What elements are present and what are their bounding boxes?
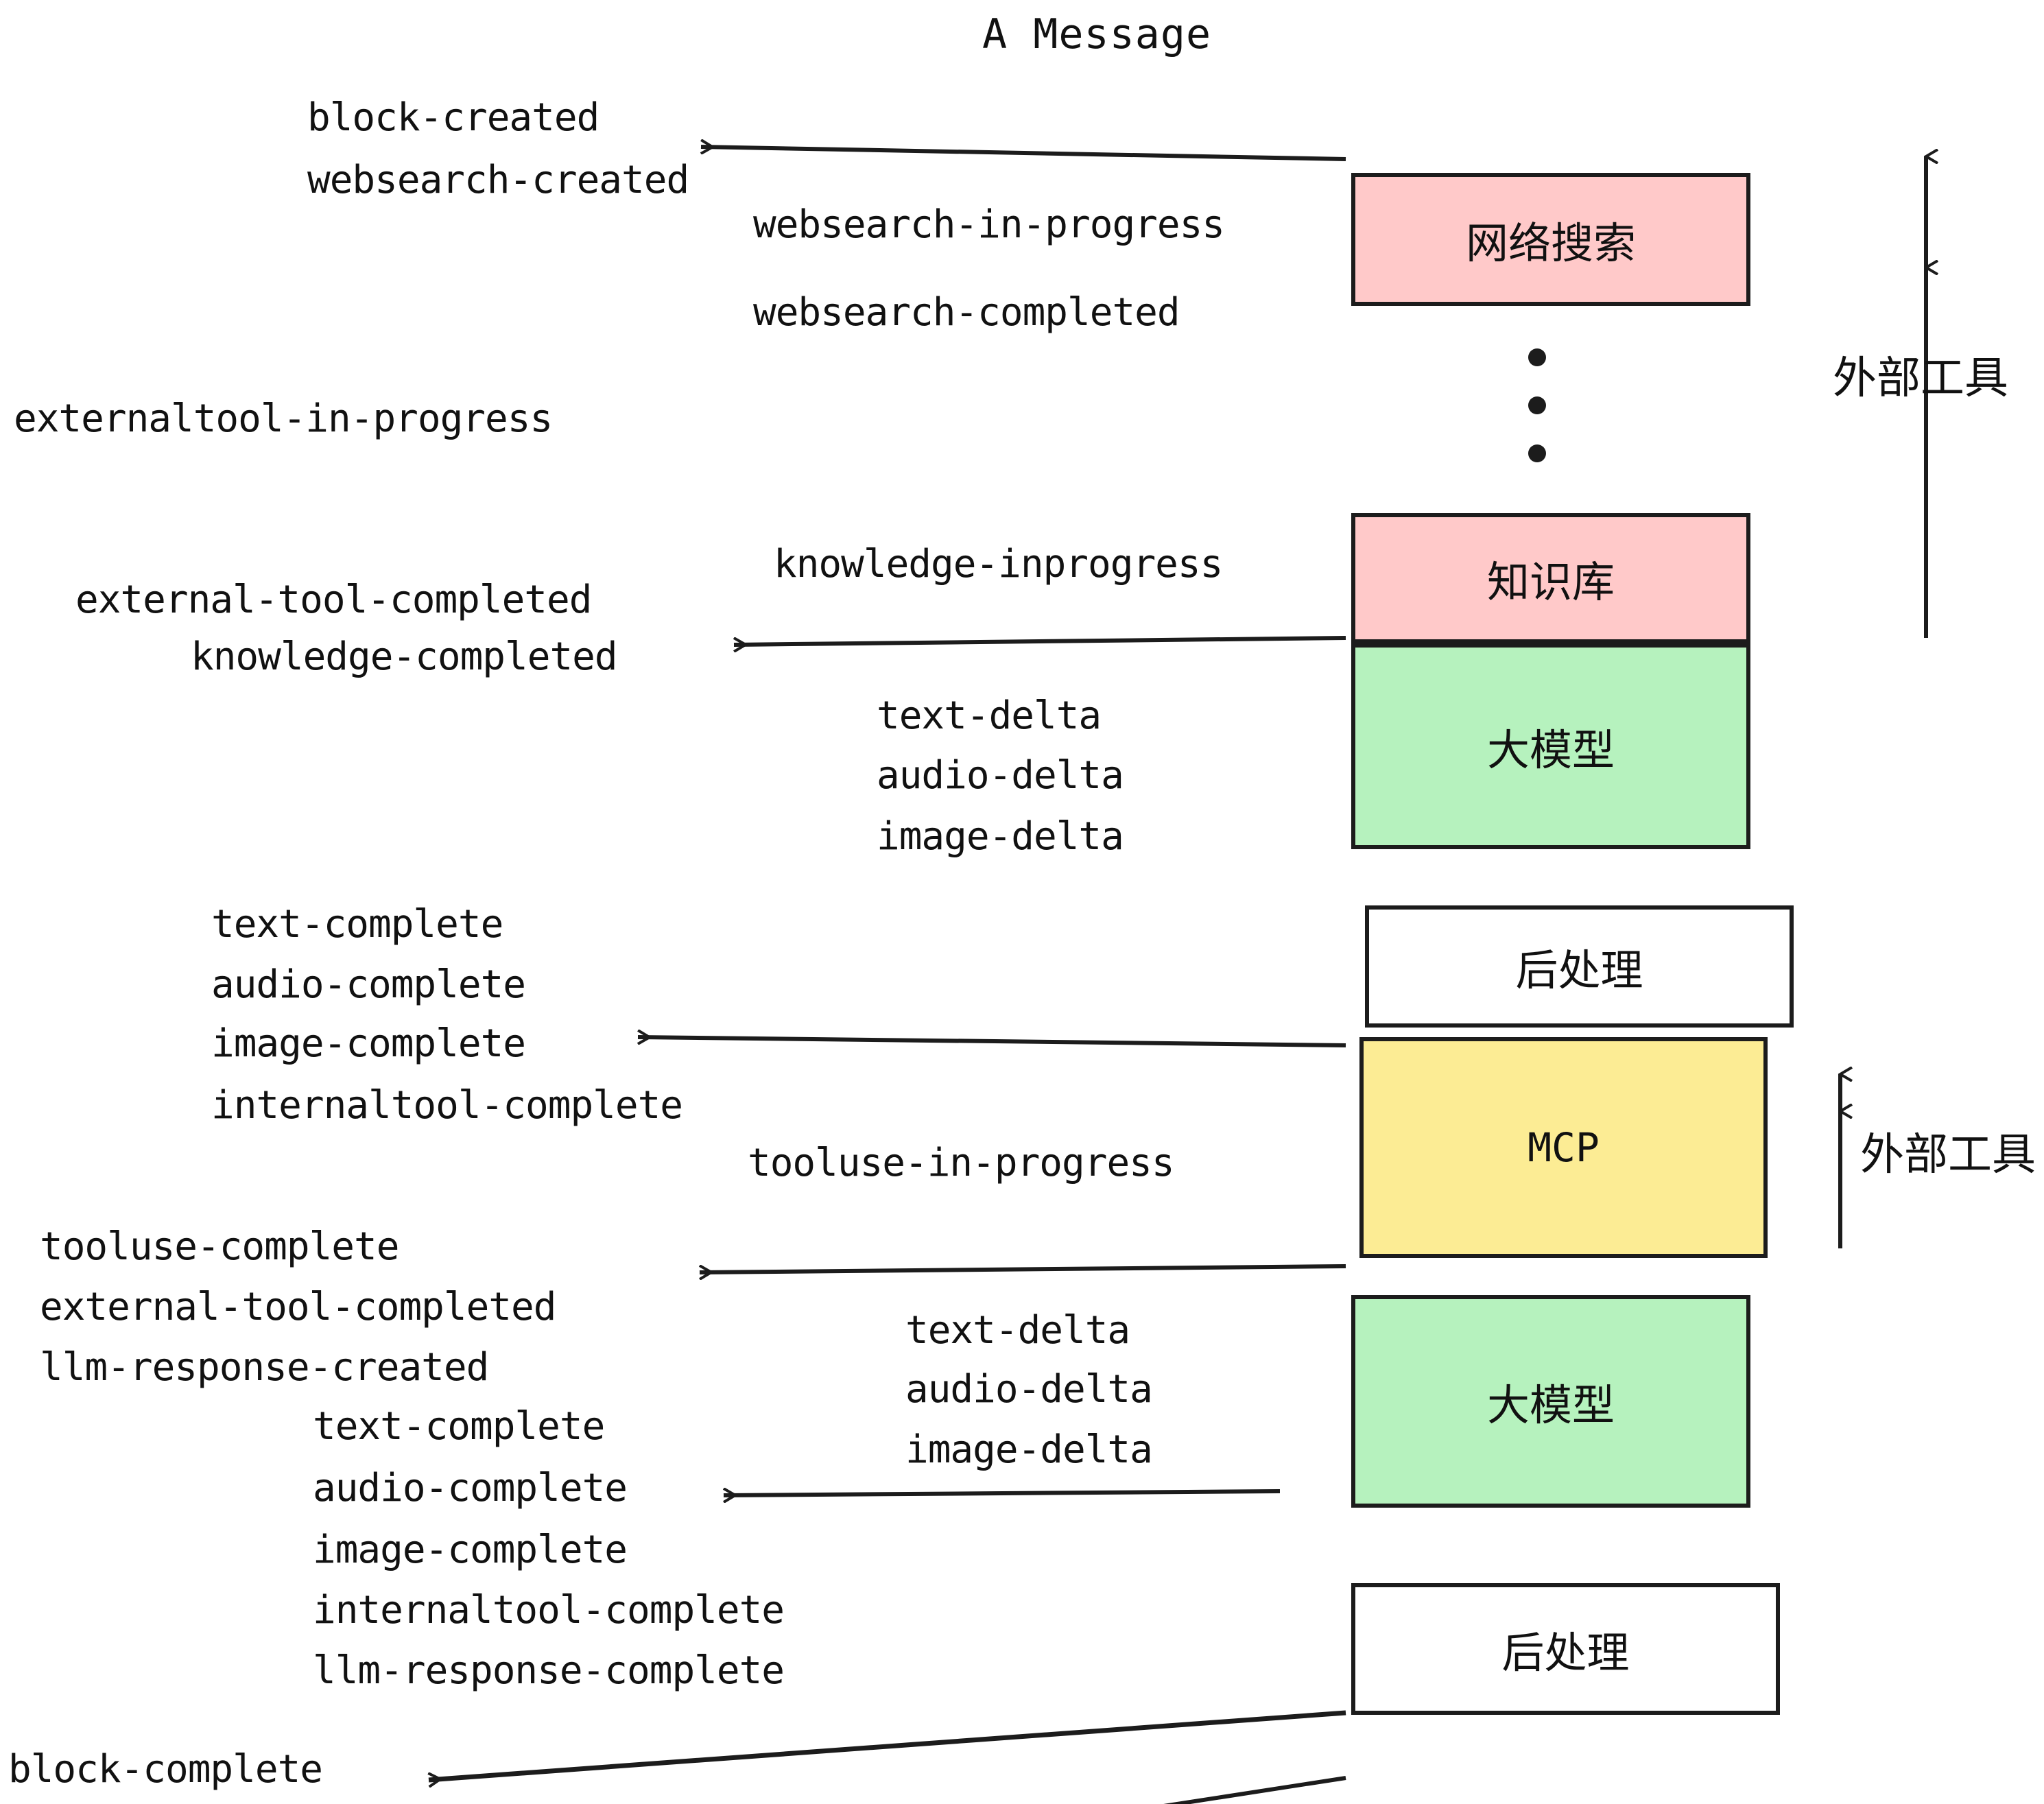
arrow-block-complete-line bbox=[429, 1710, 1346, 1780]
event-audio-complete-1: audio-complete bbox=[211, 962, 526, 1007]
event-block-created: block-created bbox=[307, 95, 599, 140]
page-title: A Message bbox=[982, 10, 1212, 58]
event-knowledge-inprogress: knowledge-inprogress bbox=[774, 542, 1223, 586]
event-image-complete-1: image-complete bbox=[211, 1021, 526, 1066]
arrow-knowledge-completed bbox=[734, 636, 1346, 645]
box-knowledge-base[interactable]: 知识库 bbox=[1351, 513, 1750, 643]
event-audio-delta-1: audio-delta bbox=[877, 753, 1124, 798]
box-postprocess-1[interactable]: 后处理 bbox=[1365, 905, 1794, 1028]
ellipsis-dot-3 bbox=[1528, 444, 1546, 462]
event-image-complete-2: image-complete bbox=[313, 1528, 628, 1572]
arrow-websearch-created bbox=[701, 147, 1346, 161]
box-postprocess-2-label: 后处理 bbox=[1501, 1628, 1630, 1678]
event-internaltool-complete-1: internaltool-complete bbox=[211, 1083, 683, 1128]
event-audio-delta-2: audio-delta bbox=[905, 1367, 1153, 1412]
event-image-delta-2: image-delta bbox=[905, 1427, 1153, 1472]
event-text-delta-1: text-delta bbox=[877, 693, 1102, 738]
box-postprocess-1-label: 后处理 bbox=[1515, 945, 1643, 995]
event-audio-complete-2: audio-complete bbox=[313, 1466, 628, 1510]
arrow-block-complete bbox=[1163, 1776, 1346, 1804]
side-label-external-tool-top: 外部工具 bbox=[1833, 353, 2008, 404]
arrow-tooluse-complete bbox=[700, 1264, 1346, 1272]
box-mcp-label: MCP bbox=[1528, 1124, 1600, 1171]
event-tooluse-complete: tooluse-complete bbox=[40, 1224, 399, 1269]
box-mcp[interactable]: MCP bbox=[1359, 1037, 1768, 1258]
arrow-image-complete bbox=[638, 1037, 1346, 1047]
ellipsis-dot-1 bbox=[1528, 348, 1546, 366]
event-llm-response-created: llm-response-created bbox=[40, 1345, 489, 1390]
event-knowledge-completed: knowledge-completed bbox=[191, 634, 618, 679]
arrow-audio-complete bbox=[724, 1491, 1281, 1495]
box-knowledge-base-label: 知识库 bbox=[1486, 557, 1615, 607]
event-websearch-in-progress: websearch-in-progress bbox=[753, 202, 1225, 247]
box-web-search-label: 网络搜索 bbox=[1465, 218, 1636, 268]
box-llm-1-label: 大模型 bbox=[1486, 725, 1615, 775]
box-postprocess-2[interactable]: 后处理 bbox=[1351, 1583, 1780, 1715]
event-external-tool-completed-1: external-tool-completed bbox=[75, 578, 592, 622]
ellipsis-dot-2 bbox=[1528, 396, 1546, 414]
event-image-delta-1: image-delta bbox=[877, 814, 1124, 859]
box-llm-2[interactable]: 大模型 bbox=[1351, 1295, 1750, 1508]
event-websearch-created: websearch-created bbox=[307, 158, 689, 202]
event-external-tool-completed-2: external-tool-completed bbox=[40, 1285, 556, 1329]
event-block-complete: block-complete bbox=[8, 1747, 323, 1792]
event-text-complete-2: text-complete bbox=[313, 1404, 605, 1449]
event-text-delta-2: text-delta bbox=[905, 1308, 1130, 1353]
box-llm-2-label: 大模型 bbox=[1486, 1380, 1615, 1430]
event-websearch-completed: websearch-completed bbox=[753, 290, 1180, 335]
arrow-block-complete-main bbox=[425, 1777, 1344, 1804]
box-llm-1[interactable]: 大模型 bbox=[1351, 643, 1750, 849]
event-tooluse-in-progress: tooluse-in-progress bbox=[748, 1141, 1175, 1185]
event-text-complete-1: text-complete bbox=[211, 902, 503, 947]
box-web-search[interactable]: 网络搜索 bbox=[1351, 173, 1750, 306]
event-llm-response-complete: llm-response-complete bbox=[313, 1648, 785, 1693]
event-externaltool-in-progress: externaltool-in-progress bbox=[14, 396, 553, 441]
side-label-external-tool-mcp: 外部工具 bbox=[1860, 1130, 2036, 1180]
event-internaltool-complete-2: internaltool-complete bbox=[313, 1588, 785, 1633]
